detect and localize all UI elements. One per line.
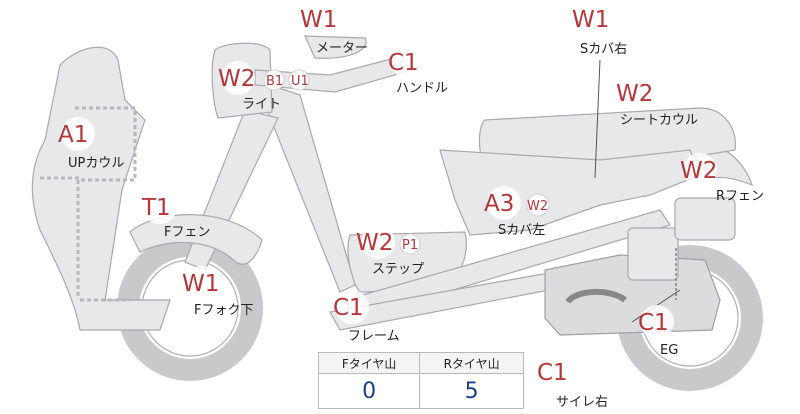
tread-table: Fタイヤ山 Rタイヤ山 0 5 — [317, 352, 524, 409]
label-silencer-right[interactable]: C1 サイレ右 — [537, 355, 608, 410]
up-cowl-part — [31, 46, 171, 331]
code-eg: C1 — [638, 310, 669, 336]
tread-header-row: Fタイヤ山 Rタイヤ山 — [317, 352, 524, 374]
label-meter[interactable]: W1 メーター — [300, 3, 368, 56]
name-frame: フレーム — [348, 329, 400, 344]
name-handle: ハンドル — [396, 81, 448, 96]
code-f-fork-lower: W1 — [182, 271, 219, 297]
code-handle: C1 — [388, 50, 419, 76]
name-f-fork-lower: Fフォク下 — [194, 303, 253, 318]
air-box — [674, 197, 736, 241]
front-fender-part — [129, 214, 263, 265]
label-light[interactable]: W2 B1 U1 ライト — [218, 61, 310, 112]
code-meter: W1 — [300, 7, 337, 33]
meter-part — [304, 35, 367, 59]
label-eg[interactable]: C1 EG — [638, 305, 678, 358]
name-light: ライト — [242, 97, 281, 112]
label-s-cover-right[interactable]: W1 Sカバ右 — [572, 3, 627, 57]
scooter-silhouette — [31, 35, 763, 391]
leader-s-cover-right — [594, 59, 601, 179]
code-r-fender: W2 — [680, 158, 717, 184]
code-step-1: W2 — [356, 230, 393, 256]
name-f-fender: Fフェン — [164, 225, 210, 240]
front-tread-header: Fタイヤ山 — [317, 352, 421, 374]
name-r-fender: Rフェン — [716, 189, 764, 204]
frame-tube-part — [253, 79, 356, 293]
tread-value-row: 0 5 — [317, 373, 524, 409]
code-seat-cowl: W2 — [616, 81, 653, 107]
code-s-cover-left-2: W2 — [527, 199, 548, 214]
label-step[interactable]: W2 P1 ステップ — [356, 225, 424, 277]
label-seat-cowl[interactable]: W2 シートカウル — [616, 76, 698, 128]
code-step-2: P1 — [402, 238, 418, 253]
code-s-cover-right: W1 — [572, 7, 609, 33]
exhaust-pipe — [565, 288, 627, 304]
name-eg: EG — [660, 343, 678, 358]
code-light-3: U1 — [291, 74, 309, 89]
name-up-cowl: UPカウル — [68, 156, 124, 171]
code-up-cowl: A1 — [58, 122, 88, 148]
engine-cover — [627, 227, 679, 281]
code-silencer-right: C1 — [537, 360, 568, 386]
code-f-fender: T1 — [141, 195, 171, 221]
name-s-cover-left: Sカバ左 — [498, 223, 545, 238]
name-seat-cowl: シートカウル — [620, 113, 698, 128]
label-frame[interactable]: C1 フレーム — [333, 290, 400, 344]
rear-tread-value[interactable]: 5 — [419, 373, 524, 409]
label-up-cowl[interactable]: A1 UPカウル — [58, 117, 124, 171]
code-frame: C1 — [333, 295, 364, 321]
code-s-cover-left-1: A3 — [484, 191, 514, 217]
name-silencer-right: サイレ右 — [556, 395, 608, 410]
front-tread-value[interactable]: 0 — [317, 373, 421, 409]
name-step: ステップ — [372, 262, 424, 277]
label-f-fork-lower[interactable]: W1 Fフォク下 — [182, 266, 253, 318]
label-s-cover-left[interactable]: A3 W2 Sカバ左 — [484, 186, 550, 238]
label-f-fender[interactable]: T1 Fフェン — [141, 190, 210, 240]
label-handle[interactable]: C1 ハンドル — [388, 45, 448, 96]
name-meter: メーター — [316, 41, 368, 56]
code-light-2: B1 — [266, 74, 283, 89]
rear-tread-header: Rタイヤ山 — [419, 352, 524, 374]
name-s-cover-right: Sカバ右 — [580, 42, 627, 57]
code-light-1: W2 — [218, 66, 255, 92]
label-r-fender[interactable]: W2 Rフェン — [680, 153, 764, 204]
